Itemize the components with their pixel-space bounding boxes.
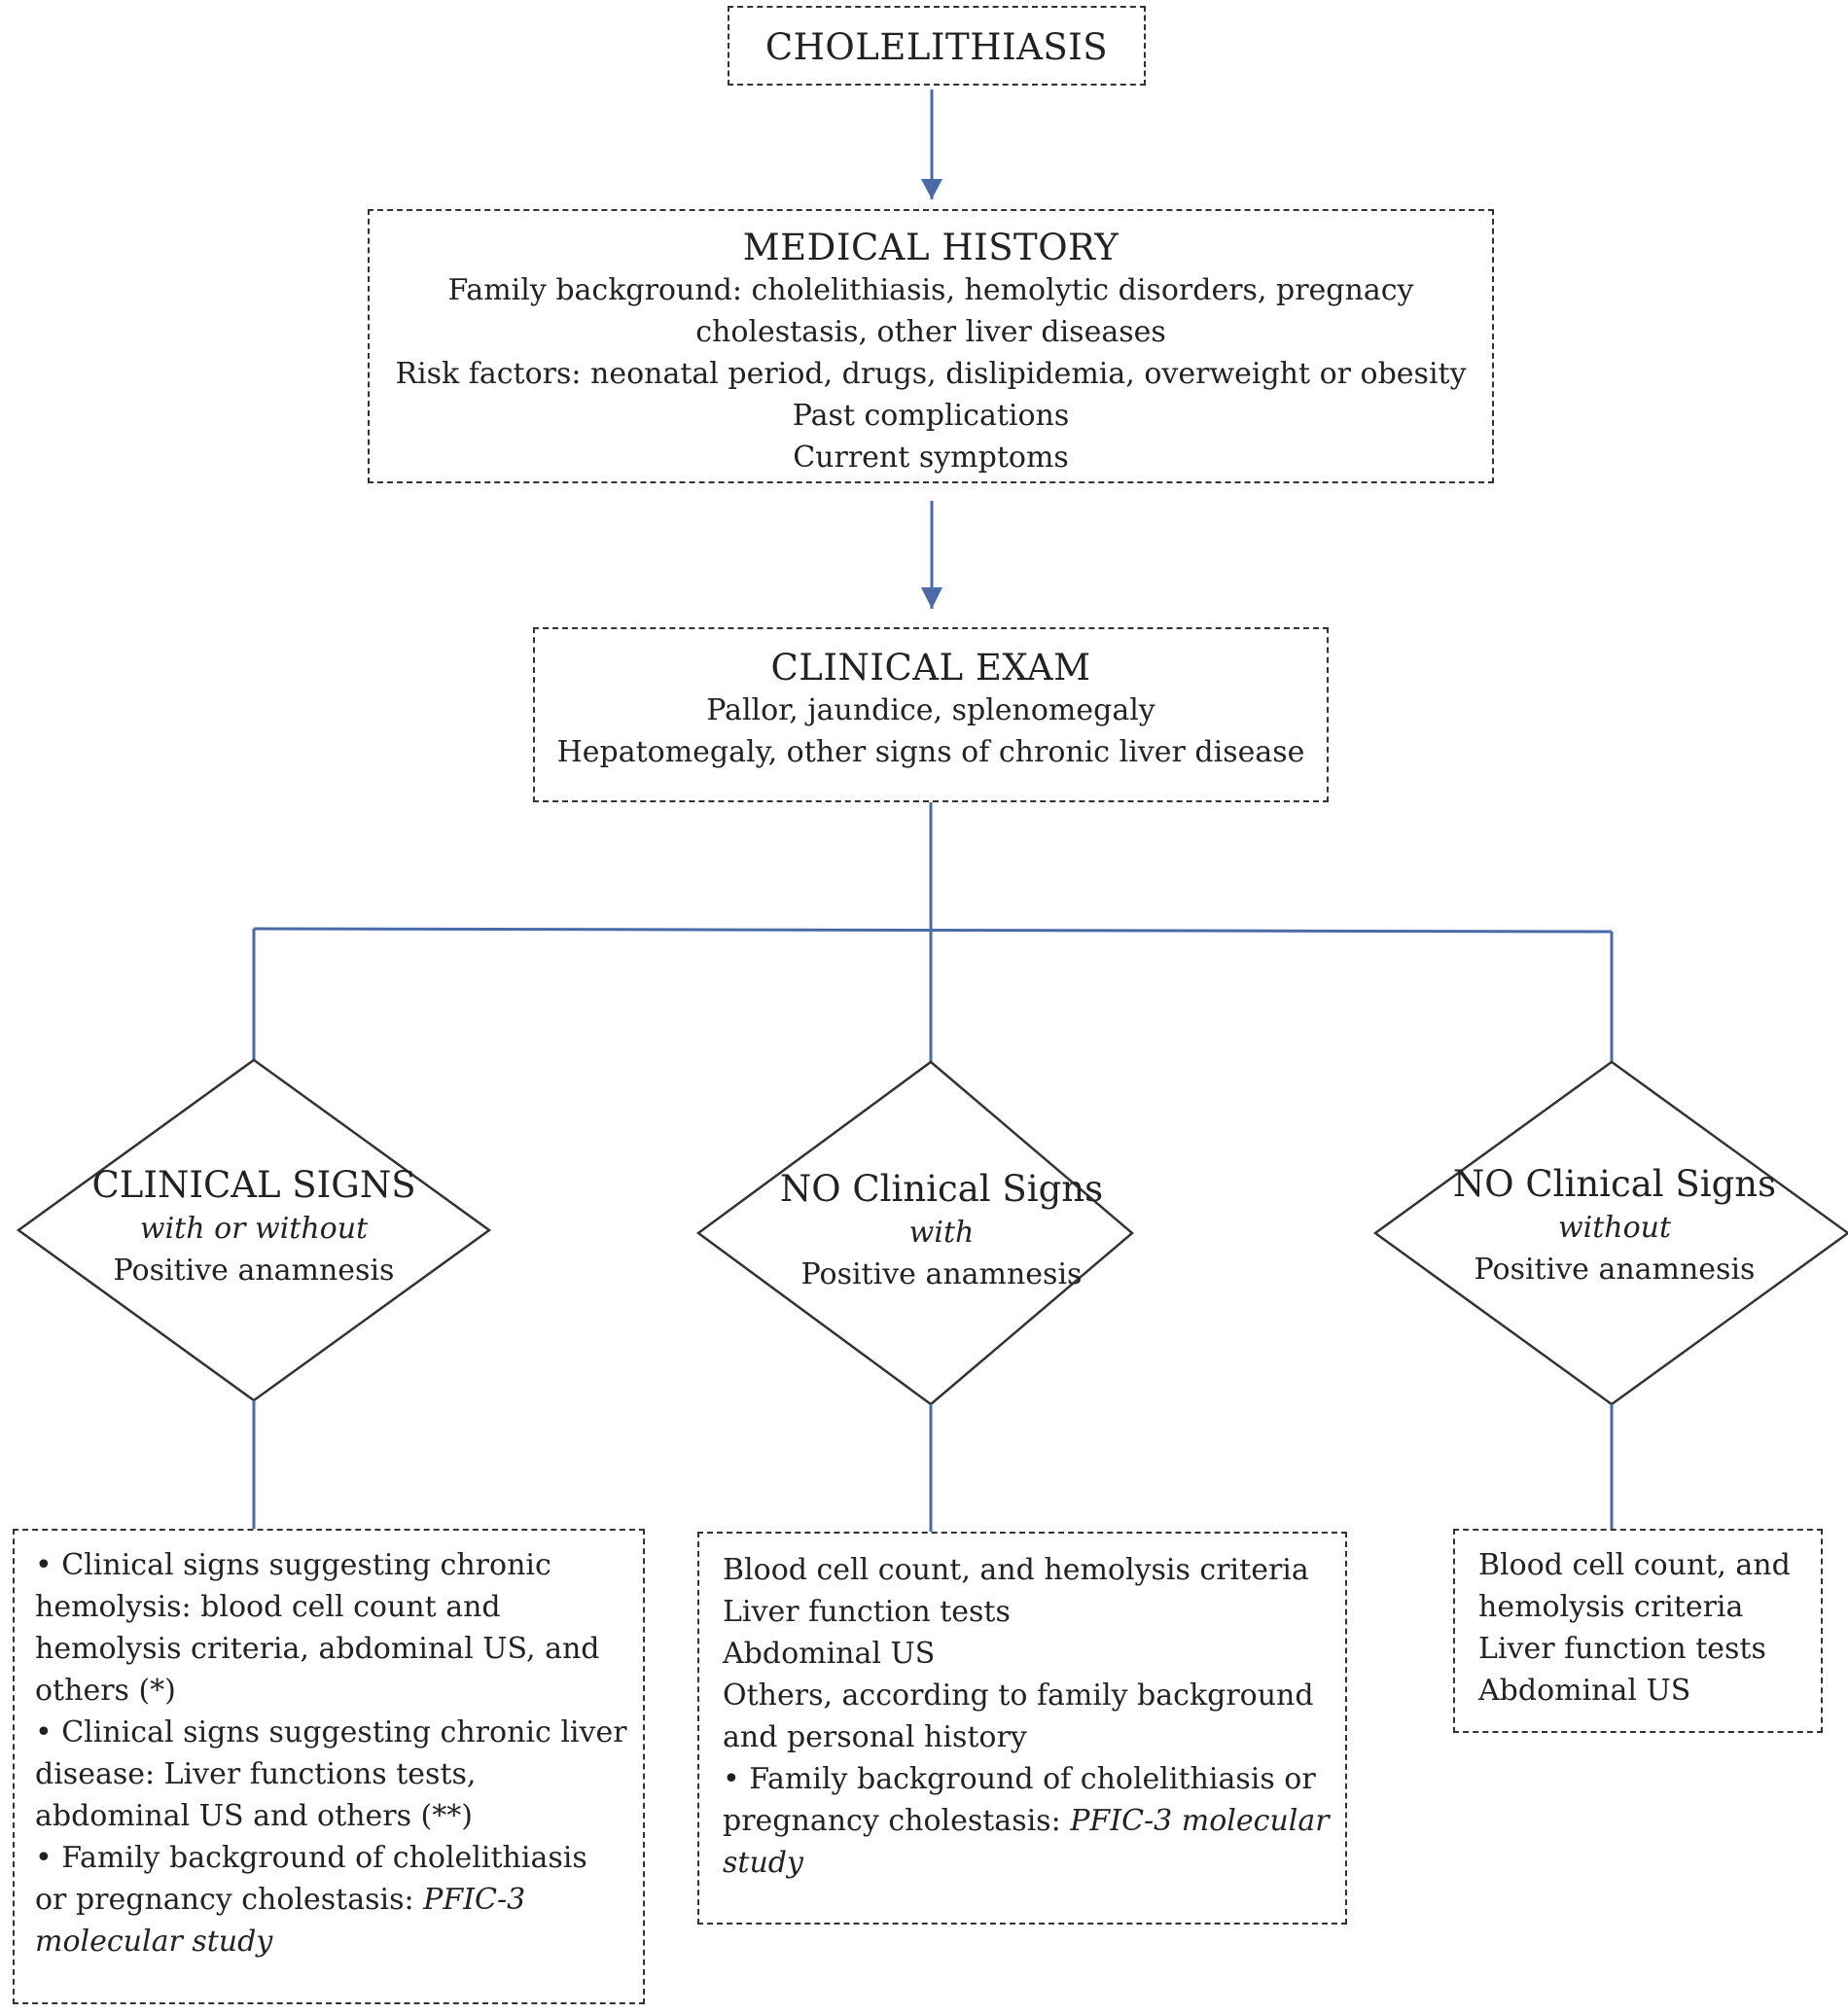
- history-line: cholestasis, other liver diseases: [695, 315, 1166, 349]
- outcome-middle-line: and personal history: [723, 1720, 1027, 1754]
- outcome-left-line: abdominal US and others (**): [35, 1799, 473, 1833]
- decision-left-tail: Positive anamnesis: [113, 1254, 395, 1288]
- decision-right-sub: without: [1557, 1211, 1672, 1245]
- start-title: CHOLELITHIASIS: [764, 26, 1109, 68]
- decision-middle-tail: Positive anamnesis: [800, 1257, 1083, 1291]
- arrowhead-history: [921, 179, 942, 199]
- outcome-left-line: • Clinical signs suggesting chronic: [35, 1548, 551, 1582]
- decision-middle-text: NO Clinical Signs with Positive anamnesi…: [747, 1167, 1136, 1295]
- outcome-middle-italic-b: study: [723, 1846, 803, 1880]
- exam-line: Hepatomegaly, other signs of chronic liv…: [556, 735, 1305, 769]
- outcome-left-line: hemolysis: blood cell count and: [35, 1590, 501, 1624]
- outcome-right-line: Blood cell count, and: [1478, 1548, 1791, 1582]
- outcome-left-line: • Clinical signs suggesting chronic live…: [35, 1715, 627, 1749]
- outcome-left-line: hemolysis criteria, abdominal US, and: [35, 1632, 600, 1666]
- outcome-left-line: molecular study: [35, 1921, 643, 1962]
- clinical-exam-box: CLINICAL EXAM Pallor, jaundice, splenome…: [533, 627, 1329, 802]
- outcome-middle-box: Blood cell count, and hemolysis criteria…: [697, 1532, 1347, 1925]
- decision-left-main: CLINICAL SIGNS: [91, 1164, 416, 1206]
- outcome-middle-italic-a: PFIC-3 molecular: [1070, 1804, 1330, 1838]
- outcome-left-italic-a: PFIC-3: [423, 1883, 526, 1917]
- medical-history-title: MEDICAL HISTORY: [742, 227, 1119, 268]
- outcome-right-box: Blood cell count, and hemolysis criteria…: [1453, 1529, 1823, 1733]
- outcome-left-line: or pregnancy cholestasis: PFIC-3: [35, 1879, 643, 1921]
- connector-branch: [253, 927, 1613, 934]
- outcome-right-line: Abdominal US: [1478, 1674, 1691, 1708]
- start-box: CHOLELITHIASIS: [728, 6, 1146, 86]
- outcome-left-line: • Family background of cholelithiasis: [35, 1841, 587, 1875]
- outcome-left-box: • Clinical signs suggesting chronic hemo…: [13, 1529, 645, 2004]
- outcome-left-line: disease: Liver functions tests,: [35, 1757, 477, 1791]
- outcome-middle-line: study: [723, 1842, 1345, 1884]
- history-line: Past complications: [792, 399, 1070, 433]
- outcome-right-line: Liver function tests: [1478, 1632, 1766, 1666]
- outcome-right-line: hemolysis criteria: [1478, 1590, 1744, 1624]
- decision-right-main: NO Clinical Signs: [1452, 1163, 1777, 1205]
- decision-left-sub: with or without: [139, 1212, 369, 1246]
- outcome-left-plain: or pregnancy cholestasis:: [35, 1883, 424, 1917]
- outcome-middle-line: Blood cell count, and hemolysis criteria: [723, 1553, 1309, 1587]
- medical-history-box: MEDICAL HISTORY Family background: chole…: [368, 209, 1494, 483]
- clinical-exam-title: CLINICAL EXAM: [770, 647, 1091, 689]
- outcome-middle-line: pregnancy cholestasis: PFIC-3 molecular: [723, 1800, 1345, 1842]
- decision-middle-main: NO Clinical Signs: [779, 1168, 1104, 1210]
- decision-middle-sub: with: [908, 1216, 975, 1250]
- arrowhead-exam: [921, 587, 942, 609]
- outcome-middle-plain: pregnancy cholestasis:: [723, 1804, 1071, 1838]
- outcome-middle-line: Liver function tests: [723, 1595, 1011, 1629]
- outcome-middle-line: Abdominal US: [723, 1637, 936, 1671]
- outcome-left-italic-b: molecular study: [35, 1925, 273, 1959]
- history-line: Current symptoms: [793, 441, 1069, 475]
- history-line: Risk factors: neonatal period, drugs, di…: [395, 357, 1467, 391]
- outcome-middle-line: Others, according to family background: [723, 1678, 1314, 1713]
- exam-line: Pallor, jaundice, splenomegaly: [706, 693, 1155, 727]
- outcome-left-line: others (*): [35, 1674, 176, 1708]
- decision-right-tail: Positive anamnesis: [1474, 1253, 1756, 1287]
- history-line: Family background: cholelithiasis, hemol…: [447, 273, 1414, 307]
- decision-right-text: NO Clinical Signs without Positive anamn…: [1420, 1162, 1809, 1290]
- decision-left-text: CLINICAL SIGNS with or without Positive …: [59, 1163, 448, 1291]
- outcome-middle-line: • Family background of cholelithiasis or: [723, 1762, 1316, 1796]
